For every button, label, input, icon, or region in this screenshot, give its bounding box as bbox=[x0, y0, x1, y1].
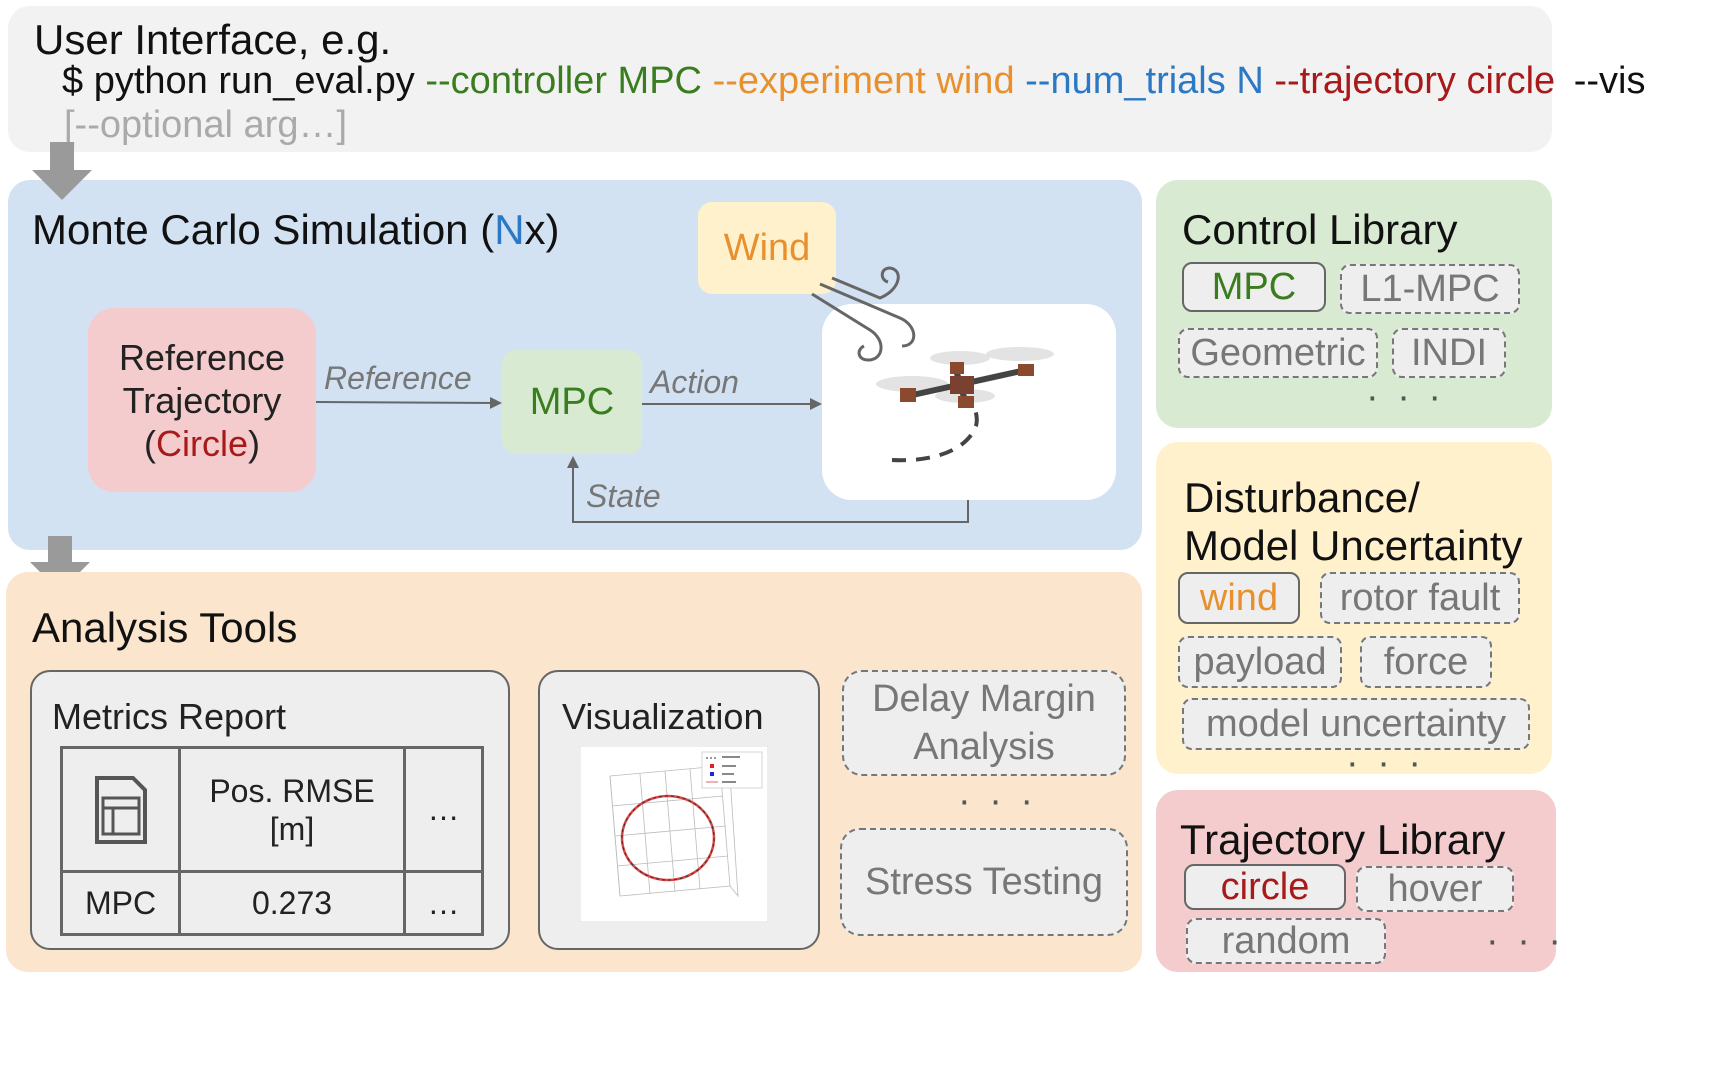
disturbance-title-line2: Model Uncertainty bbox=[1184, 522, 1523, 569]
header-ellipsis: … bbox=[403, 745, 484, 874]
control-chip-mpc[interactable]: MPC bbox=[1182, 262, 1326, 312]
row-label-mpc: MPC bbox=[60, 870, 181, 936]
control-library-title: Control Library bbox=[1182, 206, 1458, 253]
simulation-title-suffix: x) bbox=[524, 206, 560, 253]
optional-args: [--optional arg…] bbox=[64, 104, 348, 146]
trajectory-library-title: Trajectory Library bbox=[1180, 816, 1506, 863]
disturbance-title-line1: Disturbance/ bbox=[1184, 474, 1420, 521]
command-line: $ python run_eval.py --controller MPC --… bbox=[62, 60, 1645, 103]
file-icon-cell bbox=[60, 745, 181, 874]
analysis-title: Analysis Tools bbox=[32, 604, 298, 651]
delay-margin-line2: Analysis bbox=[913, 726, 1055, 768]
trajectory-chip-hover[interactable]: hover bbox=[1356, 866, 1514, 912]
flag-controller: --controller bbox=[425, 60, 607, 102]
header-pos-rmse: Pos. RMSE [m] bbox=[178, 745, 406, 874]
delay-margin-card: Delay Margin Analysis bbox=[842, 670, 1126, 776]
mpc-box: MPC bbox=[502, 350, 642, 454]
disturbance-chip-rotor-fault[interactable]: rotor fault bbox=[1320, 572, 1520, 624]
reference-circle-word: Circle bbox=[155, 422, 248, 464]
stress-testing-card: Stress Testing bbox=[840, 828, 1128, 936]
edge-label-action: Action bbox=[650, 364, 739, 400]
control-chip-l1-mpc[interactable]: L1-MPC bbox=[1340, 264, 1520, 314]
trajectory-more-dots: · · · bbox=[1486, 920, 1566, 962]
value-num-trials: N bbox=[1236, 60, 1264, 102]
mpc-label: MPC bbox=[529, 380, 615, 423]
disturbance-chip-model-uncertainty[interactable]: model uncertainty bbox=[1182, 698, 1530, 750]
edge-label-state: State bbox=[586, 478, 661, 514]
drone-scene bbox=[822, 304, 1116, 500]
reference-line-2: Trajectory bbox=[122, 379, 282, 421]
reference-paren-close: ) bbox=[248, 422, 260, 464]
simulation-title-text: Monte Carlo Simulation ( bbox=[32, 206, 495, 253]
disturbance-more-dots: · · · bbox=[1346, 742, 1426, 784]
metrics-table: Pos. RMSE [m] … MPC 0.273 … bbox=[60, 745, 484, 936]
reference-line-3: (Circle) bbox=[144, 422, 260, 465]
control-more-dots: · · · bbox=[1366, 376, 1446, 418]
row-value-rmse: 0.273 bbox=[178, 870, 406, 936]
wind-label: Wind bbox=[723, 226, 811, 269]
analysis-more-dots: · · · bbox=[958, 780, 1038, 822]
disturbance-title: Disturbance/ Model Uncertainty bbox=[1184, 474, 1522, 570]
table-row: MPC 0.273 … bbox=[60, 870, 484, 936]
disturbance-chip-wind[interactable]: wind bbox=[1178, 572, 1300, 624]
visualization-thumbnail bbox=[580, 746, 768, 922]
value-controller: MPC bbox=[617, 60, 702, 102]
flag-num-trials: --num_trials bbox=[1025, 60, 1226, 102]
metrics-report-title: Metrics Report bbox=[52, 696, 287, 737]
user-interface-panel bbox=[8, 6, 1552, 152]
reference-paren-open: ( bbox=[143, 422, 156, 464]
disturbance-chip-force[interactable]: force bbox=[1360, 636, 1492, 688]
edge-label-reference: Reference bbox=[324, 360, 472, 396]
wind-box: Wind bbox=[698, 202, 836, 294]
flag-trajectory: --trajectory bbox=[1274, 60, 1456, 102]
simulation-title-n: N bbox=[494, 206, 525, 253]
trajectory-chip-circle[interactable]: circle bbox=[1184, 864, 1346, 910]
delay-margin-line1: Delay Margin bbox=[872, 678, 1096, 720]
control-chip-geometric[interactable]: Geometric bbox=[1178, 328, 1378, 378]
flag-experiment: --experiment bbox=[712, 60, 926, 102]
header-pos-rmse-line2: [m] bbox=[269, 810, 315, 847]
user-interface-title: User Interface, e.g. bbox=[34, 16, 392, 63]
reference-line-1: Reference bbox=[118, 336, 286, 378]
trajectory-chip-random[interactable]: random bbox=[1186, 918, 1386, 964]
file-icon bbox=[94, 775, 147, 844]
stress-testing-label: Stress Testing bbox=[865, 861, 1103, 903]
value-experiment: wind bbox=[936, 60, 1015, 102]
header-pos-rmse-line1: Pos. RMSE bbox=[209, 772, 375, 809]
flag-vis: --vis bbox=[1573, 60, 1646, 102]
simulation-title: Monte Carlo Simulation (Nx) bbox=[32, 206, 560, 254]
value-trajectory: circle bbox=[1466, 60, 1556, 102]
reference-trajectory-box: Reference Trajectory (Circle) bbox=[88, 308, 316, 492]
disturbance-chip-payload[interactable]: payload bbox=[1178, 636, 1342, 688]
row-ellipsis: … bbox=[403, 870, 484, 936]
control-chip-indi[interactable]: INDI bbox=[1392, 328, 1506, 378]
delay-margin-text: Delay Margin Analysis bbox=[872, 675, 1096, 771]
table-row: Pos. RMSE [m] … bbox=[60, 745, 484, 874]
command-prefix: $ python run_eval.py bbox=[62, 60, 415, 102]
visualization-title: Visualization bbox=[562, 696, 764, 737]
